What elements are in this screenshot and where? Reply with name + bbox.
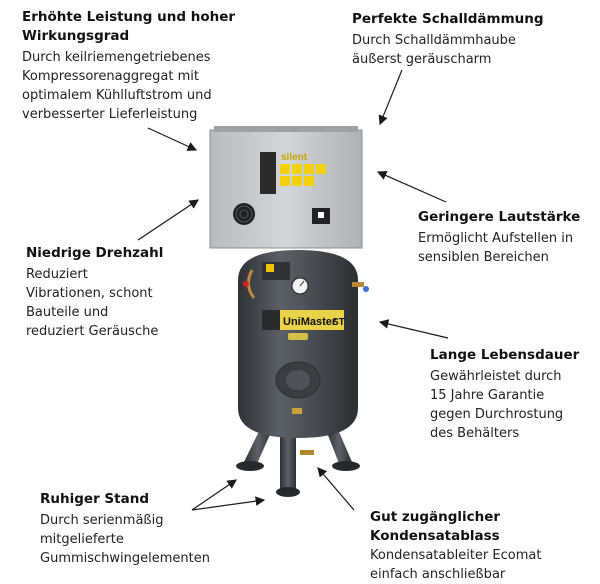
arrow-lautstaerke [376, 170, 447, 203]
callout-title: Ruhiger Stand [40, 491, 149, 507]
callout-stand: Ruhiger Stand Durch serienmäßig mitgelie… [40, 490, 240, 568]
arrow-schall [378, 69, 403, 126]
tank-brand-text: UniMaster [283, 316, 337, 328]
callout-desc: Durch Schalldämmhaube äußerst geräuschar… [352, 33, 516, 67]
arrow-leistung [147, 127, 198, 151]
callout-desc: Kondensatableiter Ecomat einfach anschli… [370, 548, 542, 582]
callout-title: Perfekte Schalldämmung [352, 11, 544, 27]
callout-desc: Durch serienmäßig mitgelieferte Gummisch… [40, 513, 210, 566]
safety-valve [243, 281, 249, 287]
callout-title: Lange Lebensdauer [430, 347, 580, 363]
callout-desc: Durch keilriemengetriebenes Kompressoren… [22, 50, 212, 122]
brand-logo-plate [260, 152, 276, 194]
rubber-foot-right [332, 461, 360, 471]
callout-desc: Gewährleistet durch 15 Jahre Garantie ge… [430, 369, 564, 441]
callout-lebensdauer: Lange Lebensdauer Gewährleistet durch 15… [430, 346, 598, 443]
callout-title: Erhöhte Leistung und hoher Wirkungsgrad [22, 9, 236, 44]
tank-label [262, 310, 344, 330]
callout-arrows [137, 69, 449, 511]
rubber-foot-left [236, 461, 264, 471]
callout-title: Gut zugänglicher Kondensatablass [370, 509, 501, 544]
callout-drehzahl: Niedrige Drehzahl Reduziert Vibrationen,… [26, 244, 216, 341]
rubber-foot-front [276, 487, 300, 497]
arrow-lebensdauer [378, 319, 449, 339]
arrow-stand-2 [191, 496, 266, 511]
tank-legs [236, 425, 360, 497]
yellow-panel-blocks [280, 164, 326, 186]
air-outlet-valve [352, 282, 364, 287]
vent-grill [233, 203, 255, 225]
callout-title: Geringere Lautstärke [418, 209, 581, 225]
air-tank: UniMaster ST [238, 250, 369, 438]
callout-leistung: Erhöhte Leistung und hoher Wirkungsgrad … [22, 8, 282, 124]
callout-desc: Ermöglicht Aufstellen in sensiblen Berei… [418, 231, 574, 265]
arrow-stand-1 [191, 479, 237, 511]
hood-brand-text: silent [281, 152, 308, 163]
tank-plate [292, 408, 302, 414]
tank-suffix-text: ST [332, 317, 345, 328]
sound-hood: silent [209, 126, 363, 249]
condensate-drain [300, 450, 314, 455]
callout-schall: Perfekte Schalldämmung Durch Schalldämmh… [352, 10, 592, 69]
callout-title: Niedrige Drehzahl [26, 245, 164, 261]
arrow-kondensat [317, 467, 355, 511]
callout-kondensat: Gut zugänglicher Kondensatablass Kondens… [370, 508, 596, 584]
tank-badge [288, 333, 308, 340]
callout-lautstaerke: Geringere Lautstärke Ermöglicht Aufstell… [418, 208, 598, 267]
callout-desc: Reduziert Vibrationen, schont Bauteile u… [26, 267, 159, 339]
arrow-drehzahl [137, 199, 199, 241]
